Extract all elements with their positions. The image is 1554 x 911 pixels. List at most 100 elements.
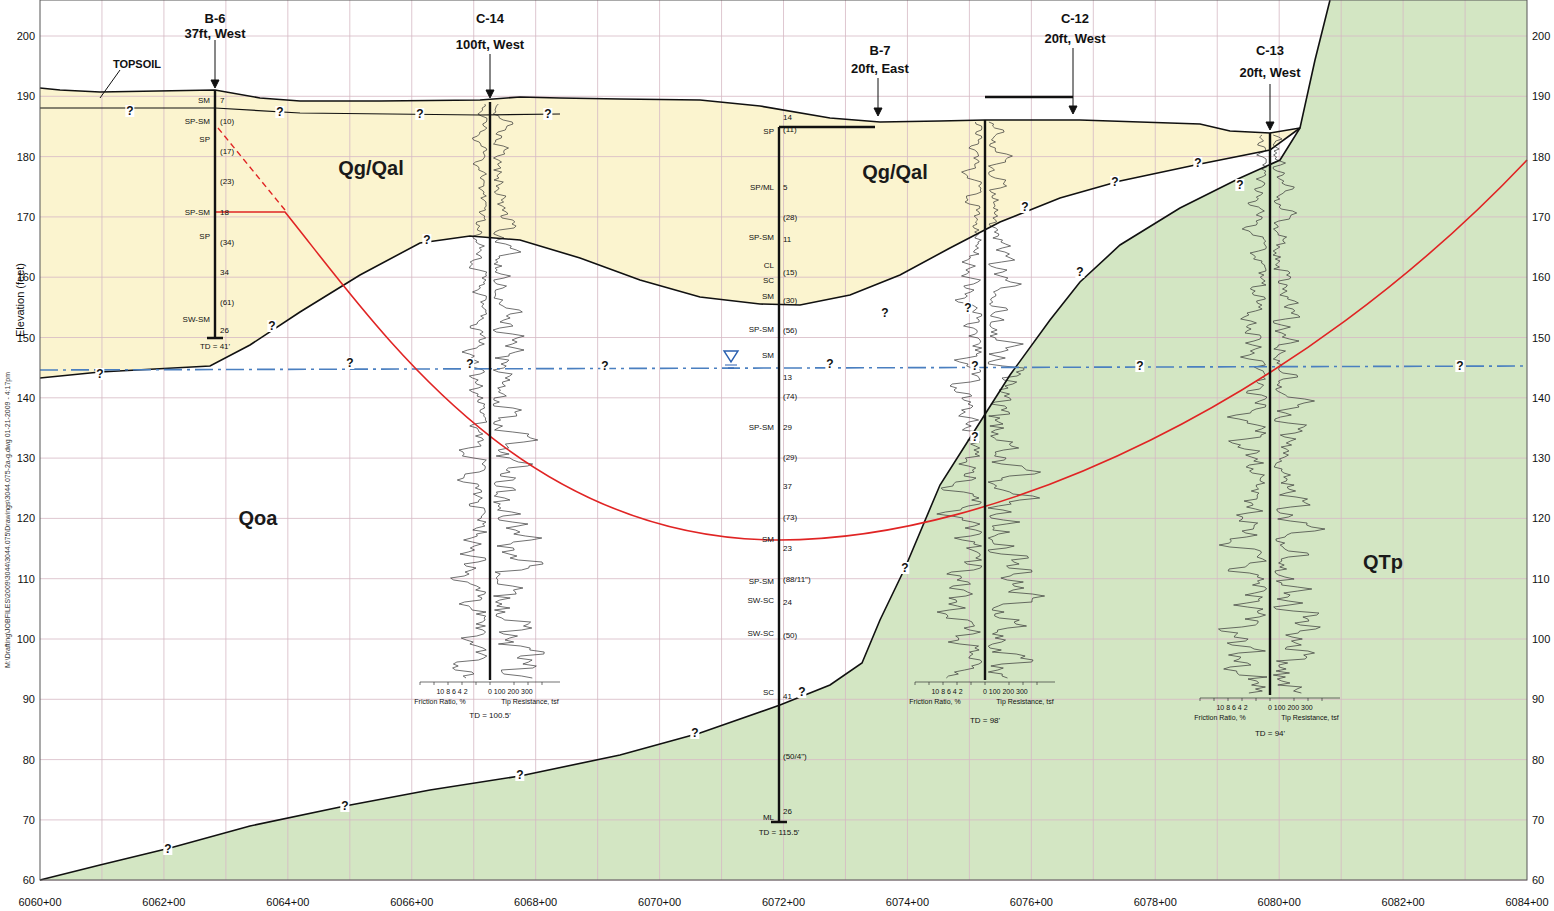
axis-tick-label: 200 [1532,31,1550,42]
boring-label: 100ft, West [456,38,524,51]
axis-tick-label: 6076+00 [1010,897,1053,908]
log-text: (17) [220,148,234,156]
qg-qal-fill [40,88,1300,378]
axis-tick-label: 6078+00 [1134,897,1177,908]
axis-tick-label: 120 [1532,513,1550,524]
axis-tick-label: 6074+00 [886,897,929,908]
grid-line [349,0,350,880]
cpt-c14 [489,102,491,680]
boring-label: B-6 [205,12,226,25]
axis-tick-label: 6060+00 [18,897,61,908]
grid-line [659,0,660,880]
log-text: (23) [220,178,234,186]
cpt-axis-label: Tip Resistance, tsf [996,698,1053,705]
log-text: (10) [220,118,234,126]
axis-tick-label: 6064+00 [266,897,309,908]
cpt-trace [1219,135,1268,693]
log-text: TD = 41' [200,343,230,351]
cpt-axis-label: 10 8 6 4 2 [1216,704,1247,711]
log-text: SP-SM [185,118,210,126]
boring-label: C-12 [1061,12,1089,25]
axis-tick-label: 6084+00 [1505,897,1548,908]
grid-line [1465,0,1466,880]
uncertain-mark: ? [970,360,979,372]
axis-tick-label: 100 [1532,634,1550,645]
uncertain-mark: ? [422,234,431,246]
cpt-trace [451,104,487,678]
cpt-axis-label: 0 100 200 300 [983,688,1028,695]
axis-tick-label: 110 [1532,573,1550,584]
uncertain-mark: ? [900,562,909,574]
cpt-trace [988,122,1045,678]
boring-label: B-7 [870,44,891,57]
log-text: (28) [783,214,797,222]
axis-tick-label: 200 [17,31,35,42]
axis-tick-label: 6062+00 [142,897,185,908]
grid-line [1341,0,1342,880]
log-text: 18 [220,209,229,217]
uncertain-mark: ? [970,431,979,443]
grid-line [101,0,102,880]
axis-tick-label: 6080+00 [1258,897,1301,908]
log-text: 23 [783,545,792,553]
cpt-trace [937,122,982,678]
uncertain-mark: ? [340,800,349,812]
axis-tick-label: 6068+00 [514,897,557,908]
log-text: (34) [220,239,234,247]
log-text: 11 [783,236,791,244]
axis-tick-label: 160 [1532,272,1550,283]
cpt-axis-label: Tip Resistance, tsf [501,698,558,705]
log-text: 34 [220,269,229,277]
log-text: TD = 98' [970,717,1000,725]
qtp-fill [40,0,1527,880]
log-text: SP/ML [750,184,774,192]
boring-label: 37ft, West [184,27,245,40]
grid-line [287,0,288,880]
sky-fill [40,0,1330,133]
qtp-contact [40,0,1330,880]
frame [40,0,1527,880]
grid-line [225,0,226,880]
cpt-c13 [1269,133,1271,695]
uncertain-mark: ? [963,302,972,314]
grid-line [597,0,598,880]
cpt-trace [493,104,544,678]
geologic-unit: Qoa [239,508,278,528]
log-text: 24 [783,599,792,607]
slip-surface-dashed [218,128,285,210]
cpt-axis [915,682,1055,685]
log-text: 7 [220,97,224,105]
boring-label: 20ft, West [1239,66,1300,79]
qoa-fill [40,0,1330,880]
log-text: (11) [783,126,797,134]
log-text: SP [763,128,774,136]
arrowhead [874,108,882,116]
cpt-axis-label: 0 100 200 300 [488,688,533,695]
boring-b7 [771,127,875,822]
uncertain-mark: ? [1193,157,1202,169]
axis-tick-label: 130 [1532,453,1550,464]
log-text: (56) [783,327,797,335]
log-text: (73) [783,514,797,522]
cpt-c12 [985,97,1073,680]
log-text: 26 [783,808,792,816]
grid-line [411,0,412,880]
log-text: TD = 100.5' [469,712,510,720]
log-text: SM [198,97,210,105]
log-text: SP-SM [749,326,774,334]
slip-surface [215,160,1527,540]
log-text: (88/11") [783,576,811,584]
axis-tick-label: 70 [1532,814,1544,825]
uncertain-mark: ? [825,358,834,370]
arrowhead [486,90,494,98]
file-path: M:\Drafting\JOBFILES\2009\3044\3044.075\… [4,372,11,668]
geologic-unit: Qg/Qal [862,162,928,182]
grid-line [721,0,722,880]
log-text: (50) [783,632,797,640]
uncertain-mark: ? [1110,176,1119,188]
log-text: SC [763,689,774,697]
axis-tick-label: 180 [1532,151,1550,162]
cpt-axis-label: 10 8 6 4 2 [436,688,467,695]
ground-surface [40,88,1300,133]
grid-line [40,156,1527,157]
